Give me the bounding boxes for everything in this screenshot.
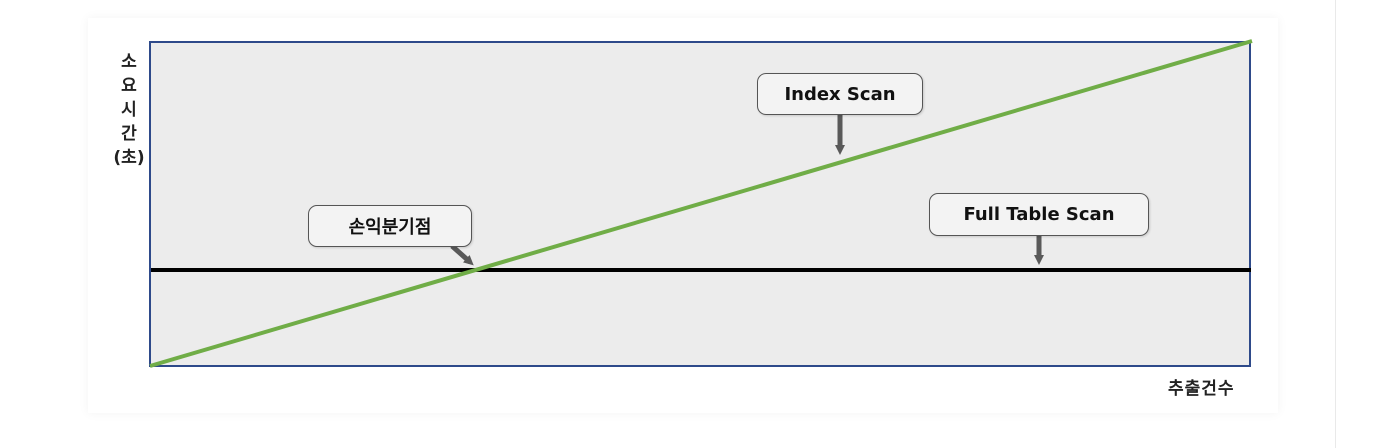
- y-axis-label-char: 소: [121, 52, 137, 72]
- y-axis-label-char: (초): [113, 148, 145, 168]
- index-scan-line: [149, 39, 1253, 368]
- y-axis-label-char: 요: [121, 76, 137, 96]
- right-divider: [1335, 0, 1336, 448]
- y-axis-label-char: 시: [121, 100, 137, 120]
- x-axis-label: 추출건수: [1168, 379, 1235, 399]
- index-scan-callout: Index Scan: [757, 73, 923, 115]
- break-even-arrow: [450, 244, 474, 266]
- full-table-scan-callout: Full Table Scan: [929, 193, 1149, 236]
- y-axis-label-char: 간: [121, 124, 137, 144]
- break-even-callout: 손익분기점: [308, 205, 472, 247]
